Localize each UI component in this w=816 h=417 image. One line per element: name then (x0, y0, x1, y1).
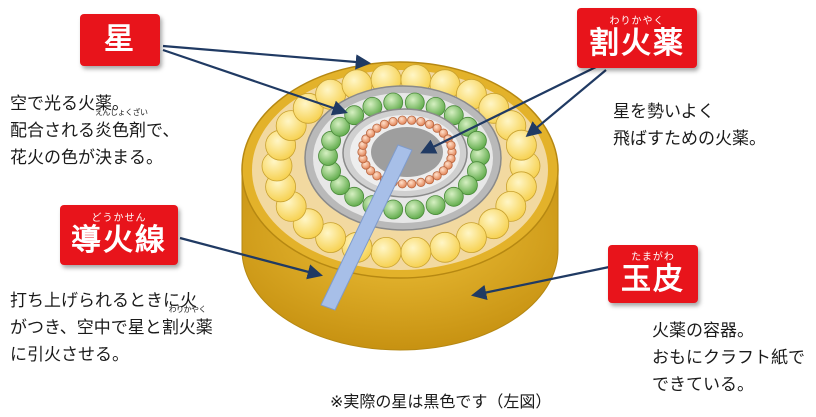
core-bead (424, 119, 435, 129)
arrows (162, 44, 615, 301)
inner-star (425, 195, 446, 216)
core-bead (397, 179, 407, 189)
label-star: 星 (80, 14, 160, 66)
outer-star (370, 236, 402, 268)
desc-star-line1: 空で光る火薬。 (10, 94, 129, 114)
label-fuse-ruby: どうかせん (91, 213, 147, 224)
desc-star-line3: 花火の色が決まる。 (10, 148, 163, 168)
label-fuse: どうかせん 導火線 (60, 205, 178, 265)
core-bead (407, 179, 417, 189)
core-bead (446, 140, 456, 150)
fuse (320, 144, 413, 311)
core-bead (379, 119, 390, 129)
footnote: ※実際の星は黒色です（左図） (330, 392, 552, 411)
desc-fuse-line3: に引火させる。 (10, 345, 129, 365)
label-shell: たまがわ 玉皮 (608, 245, 698, 303)
inner-star (321, 130, 342, 151)
core-bead (365, 128, 376, 138)
outer-star (455, 222, 487, 254)
core-bead (416, 117, 426, 127)
desc-burst-line1: 星を勢いよく (613, 102, 715, 122)
inner-star (466, 161, 487, 182)
core-bead (416, 177, 426, 187)
core-bead (407, 115, 417, 125)
core-bead (438, 166, 448, 176)
core-bead (397, 115, 407, 125)
desc-shell: 火薬の容器。 おもにクラフト紙で できている。 (652, 318, 805, 399)
outer-star (315, 222, 347, 254)
arrow-burst-inner (420, 64, 601, 154)
outer-star (478, 208, 510, 240)
arrow-fuse (179, 236, 323, 280)
desc-shell-line2: おもにクラフト紙で (652, 348, 805, 368)
inner-star (330, 175, 351, 196)
inner-star (466, 130, 487, 151)
outer-star (292, 92, 324, 124)
core-bead (424, 175, 435, 185)
label-fuse-text: 導火線 (71, 223, 167, 258)
desc-fuse-line2: がつき、空中で星とわりかやく割火薬 (10, 305, 213, 339)
outer-star (400, 236, 432, 268)
arrow-shell (470, 264, 615, 301)
desc-shell-line1: 火薬の容器。 (652, 321, 754, 341)
desc-burst-charge: 星を勢いよく 飛ばすための火薬。 (613, 99, 766, 153)
outer-star (429, 231, 461, 263)
label-shell-text: 玉皮 (621, 262, 685, 297)
core-bead (432, 171, 442, 181)
inner-star (344, 186, 365, 207)
arrow-star-inner (162, 48, 348, 116)
label-burst-text: 割火薬 (589, 26, 685, 61)
label-burst-charge: わりかやく 割火薬 (577, 8, 697, 68)
core-bead (432, 123, 442, 133)
inner-star (443, 105, 464, 126)
label-shell-ruby: たまがわ (631, 252, 675, 263)
desc-burst-line2: 飛ばすための火薬。 (613, 129, 766, 149)
desc-fuse-line1: 打ち上げられるときに火 (10, 291, 197, 311)
core-bead (388, 117, 398, 127)
inner-star (330, 116, 351, 137)
core-bead (372, 123, 382, 133)
inner-star (457, 175, 478, 196)
inner-star (404, 199, 425, 220)
core-bead (372, 171, 382, 181)
desc-fuse: 打ち上げられるときに火 がつき、空中で星とわりかやく割火薬 に引火させる。 (10, 288, 213, 369)
inner-star (443, 186, 464, 207)
desc-shell-line3: できている。 (652, 375, 754, 395)
arrow-burst-outer (525, 69, 607, 137)
outer-star (506, 129, 537, 161)
label-burst-ruby: わりかやく (609, 16, 665, 27)
desc-star-line2: 配合されるえんしょくざい炎色剤で、 (10, 108, 180, 142)
arrow-star-outer (162, 44, 372, 70)
label-star-text: 星 (104, 22, 136, 57)
desc-star: 空で光る火薬。 配合されるえんしょくざい炎色剤で、 花火の色が決まる。 (10, 91, 179, 172)
